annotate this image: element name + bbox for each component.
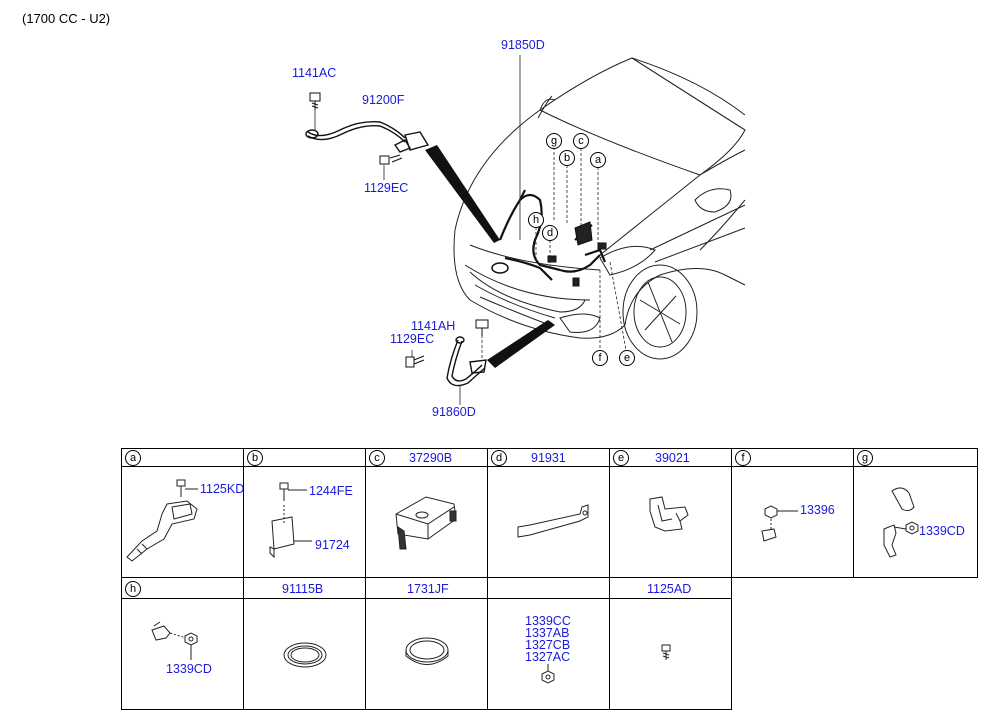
- nut-illustration: [541, 664, 555, 684]
- diagram-caption: (1700 CC - U2): [22, 11, 111, 26]
- part-label-1327AC: 1327AC: [525, 650, 571, 664]
- ground-terminal-illustration: [883, 487, 919, 558]
- callout-b: b: [559, 150, 575, 166]
- clip-illustration: [649, 496, 689, 532]
- nut-stud-illustration: [761, 505, 798, 542]
- bracket-assembly-illustration: [126, 479, 198, 562]
- callout-e: e: [619, 350, 635, 366]
- table-cell-b: b 1244FE 91724: [243, 448, 366, 578]
- cell-letter: b: [247, 450, 263, 466]
- table-cell-1731JF: 1731JF: [365, 577, 488, 710]
- part-code-91115B: 91115B: [282, 582, 324, 596]
- cell-letter: d: [491, 450, 507, 466]
- ground-nut-illustration: [151, 621, 198, 660]
- part-label-91850D: 91850D: [501, 38, 545, 52]
- grommet-ring-illustration: [283, 642, 327, 668]
- callout-g: g: [546, 133, 562, 149]
- parts-table: a 1125KD b 1244FE 91724: [121, 448, 978, 710]
- table-cell-h: h 1339CD: [121, 577, 244, 710]
- table-cell-c: c 37290B: [365, 448, 488, 578]
- part-label-91200F: 91200F: [362, 93, 405, 107]
- plug-illustration: [405, 637, 449, 665]
- cell-letter: g: [857, 450, 873, 466]
- part-label-91860D: 91860D: [432, 405, 476, 419]
- part-code-91931: 91931: [531, 451, 566, 465]
- part-label-1339CC: 1339CC: [525, 614, 571, 628]
- part-label-91724: 91724: [315, 538, 350, 552]
- table-cell-91115B: 91115B: [243, 577, 366, 710]
- part-code-1731JF: 1731JF: [407, 582, 449, 596]
- cell-letter: f: [735, 450, 751, 466]
- part-label-1129EC-top: 1129EC: [364, 181, 409, 195]
- part-label-1141AH: 1141AH: [411, 319, 456, 333]
- callout-d: d: [542, 225, 558, 241]
- part-label-1129EC-bottom: 1129EC: [390, 332, 435, 346]
- table-cell-d: d 91931: [487, 448, 610, 578]
- callout-c: c: [573, 133, 589, 149]
- car-engine-bay-illustration: [305, 55, 746, 405]
- wire-bracket-illustration: [517, 504, 589, 538]
- part-code-39021: 39021: [655, 451, 690, 465]
- bolt-illustration: [661, 644, 671, 660]
- cell-letter: e: [613, 450, 629, 466]
- part-label-13396: 13396: [800, 503, 835, 517]
- part-code-1125AD: 1125AD: [647, 582, 692, 596]
- part-label-1339CD: 1339CD: [166, 662, 212, 676]
- part-label-1141AC: 1141AC: [292, 66, 337, 80]
- part-label-1339CD: 1339CD: [919, 524, 965, 538]
- table-cell-multi: 1339CC 1337AB 1327CB 1327AC: [487, 577, 610, 710]
- part-label-1337AB: 1337AB: [525, 626, 570, 640]
- table-cell-f: f 13396: [731, 448, 854, 578]
- callout-a: a: [590, 152, 606, 168]
- part-label-1327CB: 1327CB: [525, 638, 571, 652]
- cell-letter: a: [125, 450, 141, 466]
- part-label-1244FE: 1244FE: [309, 484, 353, 498]
- part-code-37290B: 37290B: [409, 451, 453, 465]
- part-label-1125KD: 1125KD: [200, 482, 245, 496]
- table-cell-g: g 1339CD: [853, 448, 978, 578]
- cell-letter: c: [369, 450, 385, 466]
- table-cell-a: a 1125KD: [121, 448, 244, 578]
- cell-letter: h: [125, 581, 141, 597]
- callout-f: f: [592, 350, 608, 366]
- bracket-illustration: [269, 482, 312, 559]
- table-cell-e: e 39021: [609, 448, 732, 578]
- sensor-module-illustration: [395, 496, 457, 550]
- table-cell-1125AD: 1125AD: [609, 577, 732, 710]
- callout-h: h: [528, 212, 544, 228]
